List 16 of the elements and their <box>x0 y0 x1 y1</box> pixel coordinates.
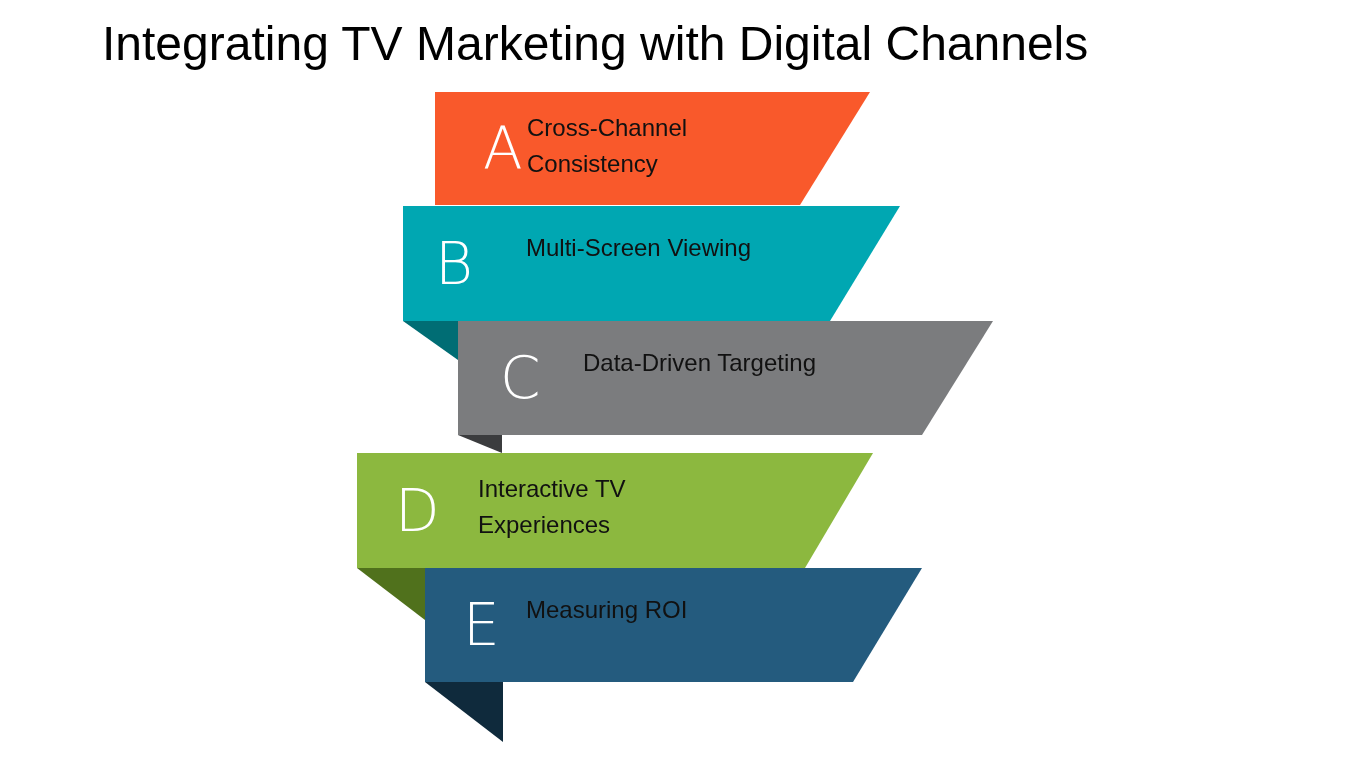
ribbon-banner <box>425 568 922 682</box>
banner-letter: C <box>500 349 541 407</box>
banner-label: Multi-Screen Viewing <box>526 233 752 263</box>
banner-label: Data-Driven Targeting <box>583 348 817 378</box>
ribbon-banner <box>403 206 900 321</box>
banner-label: Cross-Channel Consistency <box>527 113 689 179</box>
banner-label: Measuring ROI <box>526 595 689 625</box>
ribbon-banner <box>357 453 873 568</box>
banner-letter: E <box>463 596 500 654</box>
ribbon-banner <box>458 321 993 435</box>
banner-letter: B <box>435 234 473 293</box>
banner-letter: A <box>483 119 523 178</box>
banner-letter: D <box>395 481 440 540</box>
title: Integrating TV Marketing with Digital Channels <box>102 16 1089 71</box>
ribbon-banner <box>435 92 870 205</box>
banner-label: Interactive TV Experiences <box>478 474 627 540</box>
